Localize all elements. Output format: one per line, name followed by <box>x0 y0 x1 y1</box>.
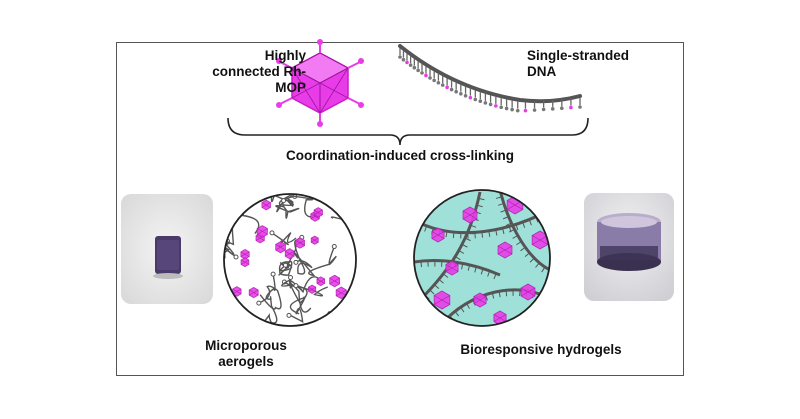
hydrogel-photo <box>584 193 674 301</box>
ssdna-label: Single-stranded DNA <box>527 48 630 79</box>
aerogel-photo <box>121 194 213 304</box>
rh-mop-polyhedron <box>276 39 364 127</box>
ssdna-strand <box>398 44 582 113</box>
aerogel-network-circle <box>223 193 357 327</box>
hydrogels-label: Bioresponsive hydrogels <box>460 342 622 357</box>
crosslinking-label: Coordination-induced cross-linking <box>285 148 514 163</box>
aerogels-label: Microporous aerogels <box>205 338 287 369</box>
rh-mop-label: Highly connected Rh-MOP <box>212 48 306 95</box>
brace <box>227 117 589 146</box>
hydrogel-network-circle <box>413 189 551 327</box>
